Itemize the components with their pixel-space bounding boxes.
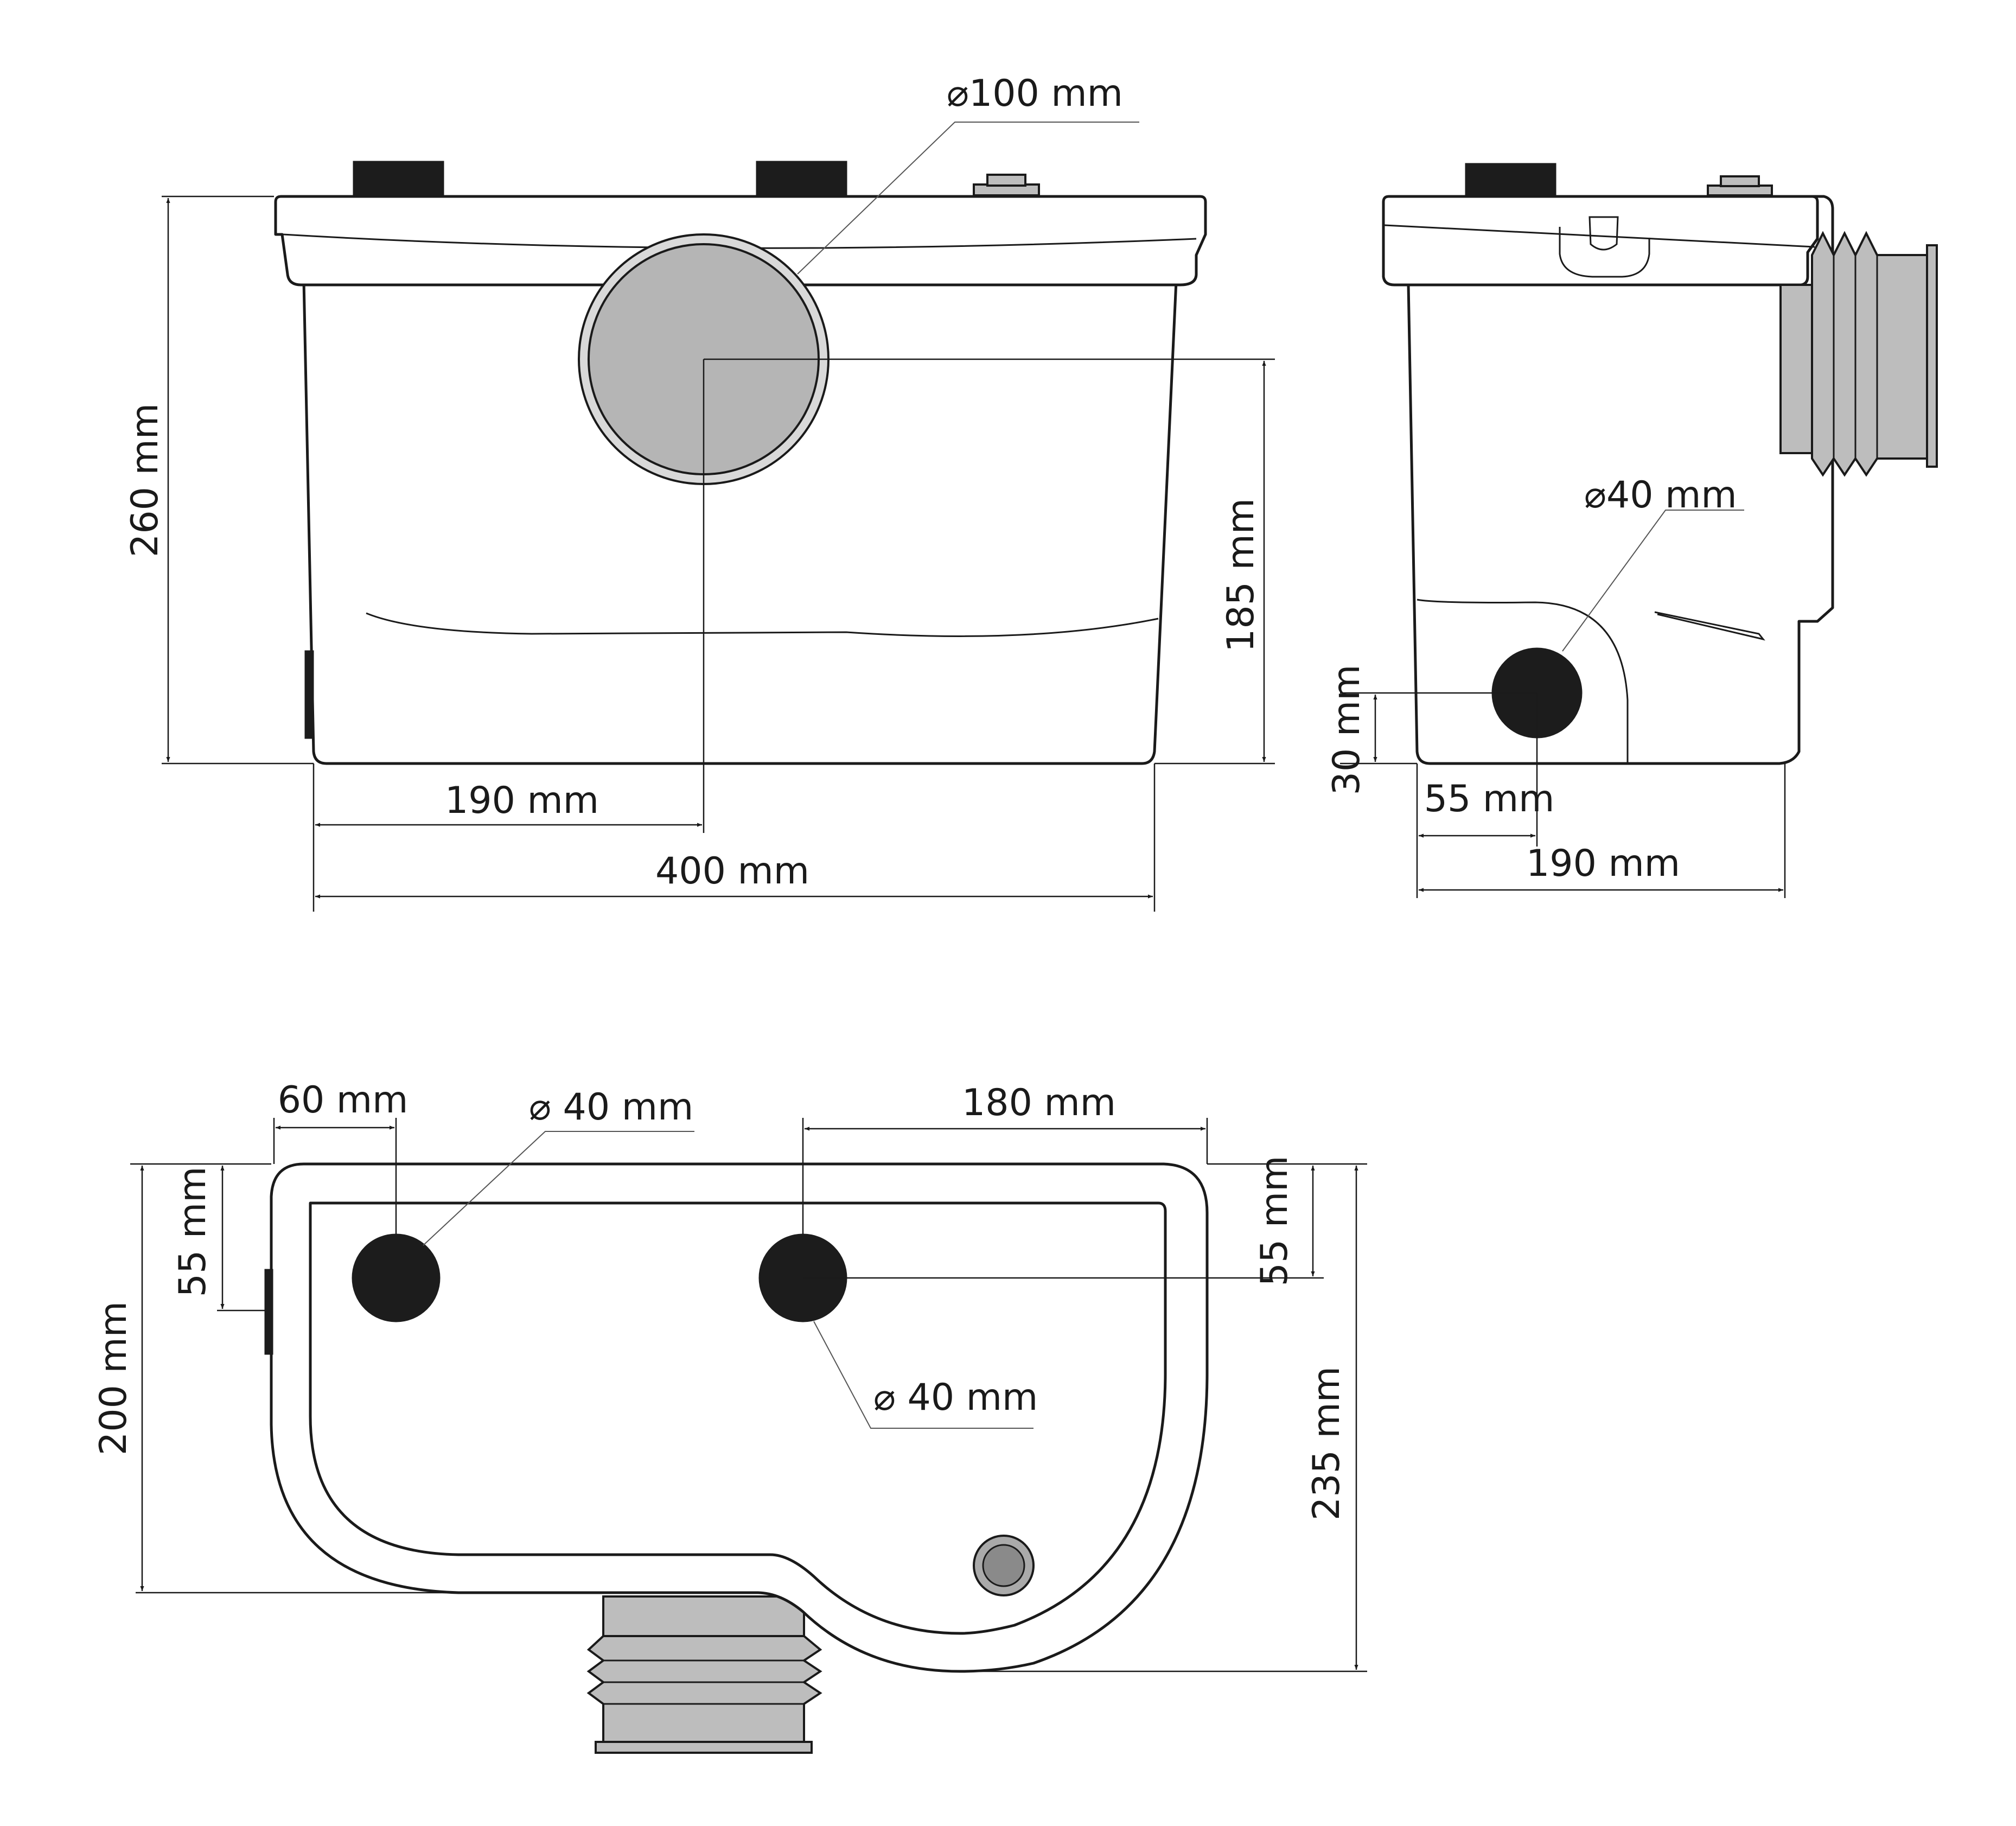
label-260: 260 mm [124, 403, 167, 557]
label-30: 30 mm [1325, 665, 1368, 796]
label-235: 235 mm [1305, 1366, 1348, 1520]
vent-cap-top [986, 174, 1026, 187]
lid-handle [1559, 227, 1650, 278]
rear-pipe-end [1926, 244, 1938, 468]
top-port-40-left [352, 1233, 441, 1322]
label-top-diameter-40-left: ⌀ 40 mm [529, 1086, 693, 1129]
label-top-left-55: 55 mm [171, 1167, 214, 1297]
leader-side-40 [1562, 510, 1744, 652]
top-inner-contour [309, 1201, 1167, 1635]
label-side-190: 190 mm [1526, 842, 1680, 885]
side-handle [304, 650, 314, 739]
bottom-pipe-end [595, 1741, 813, 1754]
water-line [366, 612, 1159, 637]
tank-body [302, 279, 1178, 765]
leader-top-40-left [423, 1131, 694, 1246]
label-185: 185 mm [1220, 498, 1262, 652]
label-top-right-55: 55 mm [1253, 1156, 1296, 1287]
bottom-bellows [586, 1635, 822, 1743]
side-view: 30 mm 55 mm 190 mm ⌀40 mm [1325, 163, 1938, 898]
side-top-port [1465, 163, 1556, 196]
label-diameter-100: ⌀100 mm [947, 72, 1123, 115]
side-tank-body [1407, 283, 1811, 765]
label-60: 60 mm [278, 1079, 409, 1122]
front-view: 260 mm 185 mm 190 mm 400 mm ⌀100 mm [124, 72, 1275, 912]
bottom-pipe [602, 1595, 805, 1641]
side-lid [1382, 195, 1819, 287]
top-view: 60 mm 180 mm 55 mm 200 mm 55 mm 235 mm ⌀… [92, 1079, 1367, 1754]
label-side-55: 55 mm [1424, 778, 1555, 820]
top-side-handle [264, 1269, 273, 1355]
top-port-right [756, 161, 847, 196]
label-190: 190 mm [445, 779, 599, 822]
top-port-left [353, 161, 444, 196]
leader-100 [797, 122, 1139, 275]
label-top-diameter-40-right: ⌀ 40 mm [873, 1376, 1038, 1419]
label-side-diameter-40: ⌀40 mm [1584, 474, 1737, 517]
label-180: 180 mm [962, 1081, 1116, 1124]
label-400: 400 mm [655, 850, 809, 893]
label-200: 200 mm [92, 1301, 135, 1455]
leader-top-40-right [813, 1321, 1033, 1429]
rear-bellows [1811, 231, 1932, 477]
